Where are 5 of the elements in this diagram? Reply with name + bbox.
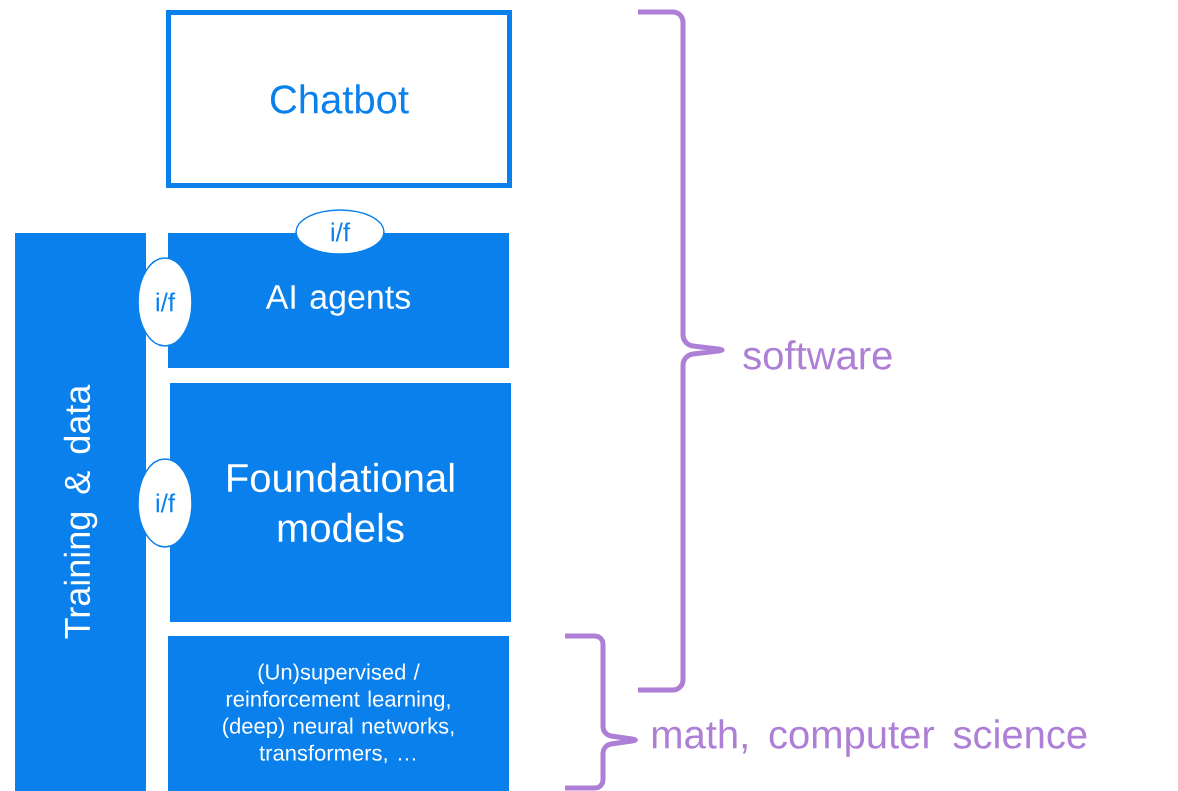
bracket-label: math, computer science	[652, 719, 1087, 757]
chatbot-box: Chatbot	[166, 10, 512, 188]
bracket-label: software	[743, 340, 892, 370]
layer-box: (Un)supervised / reinforcement learning, (deep) neural networks, transformers, …	[168, 636, 509, 791]
vertical-band: Training & data	[15, 233, 146, 791]
